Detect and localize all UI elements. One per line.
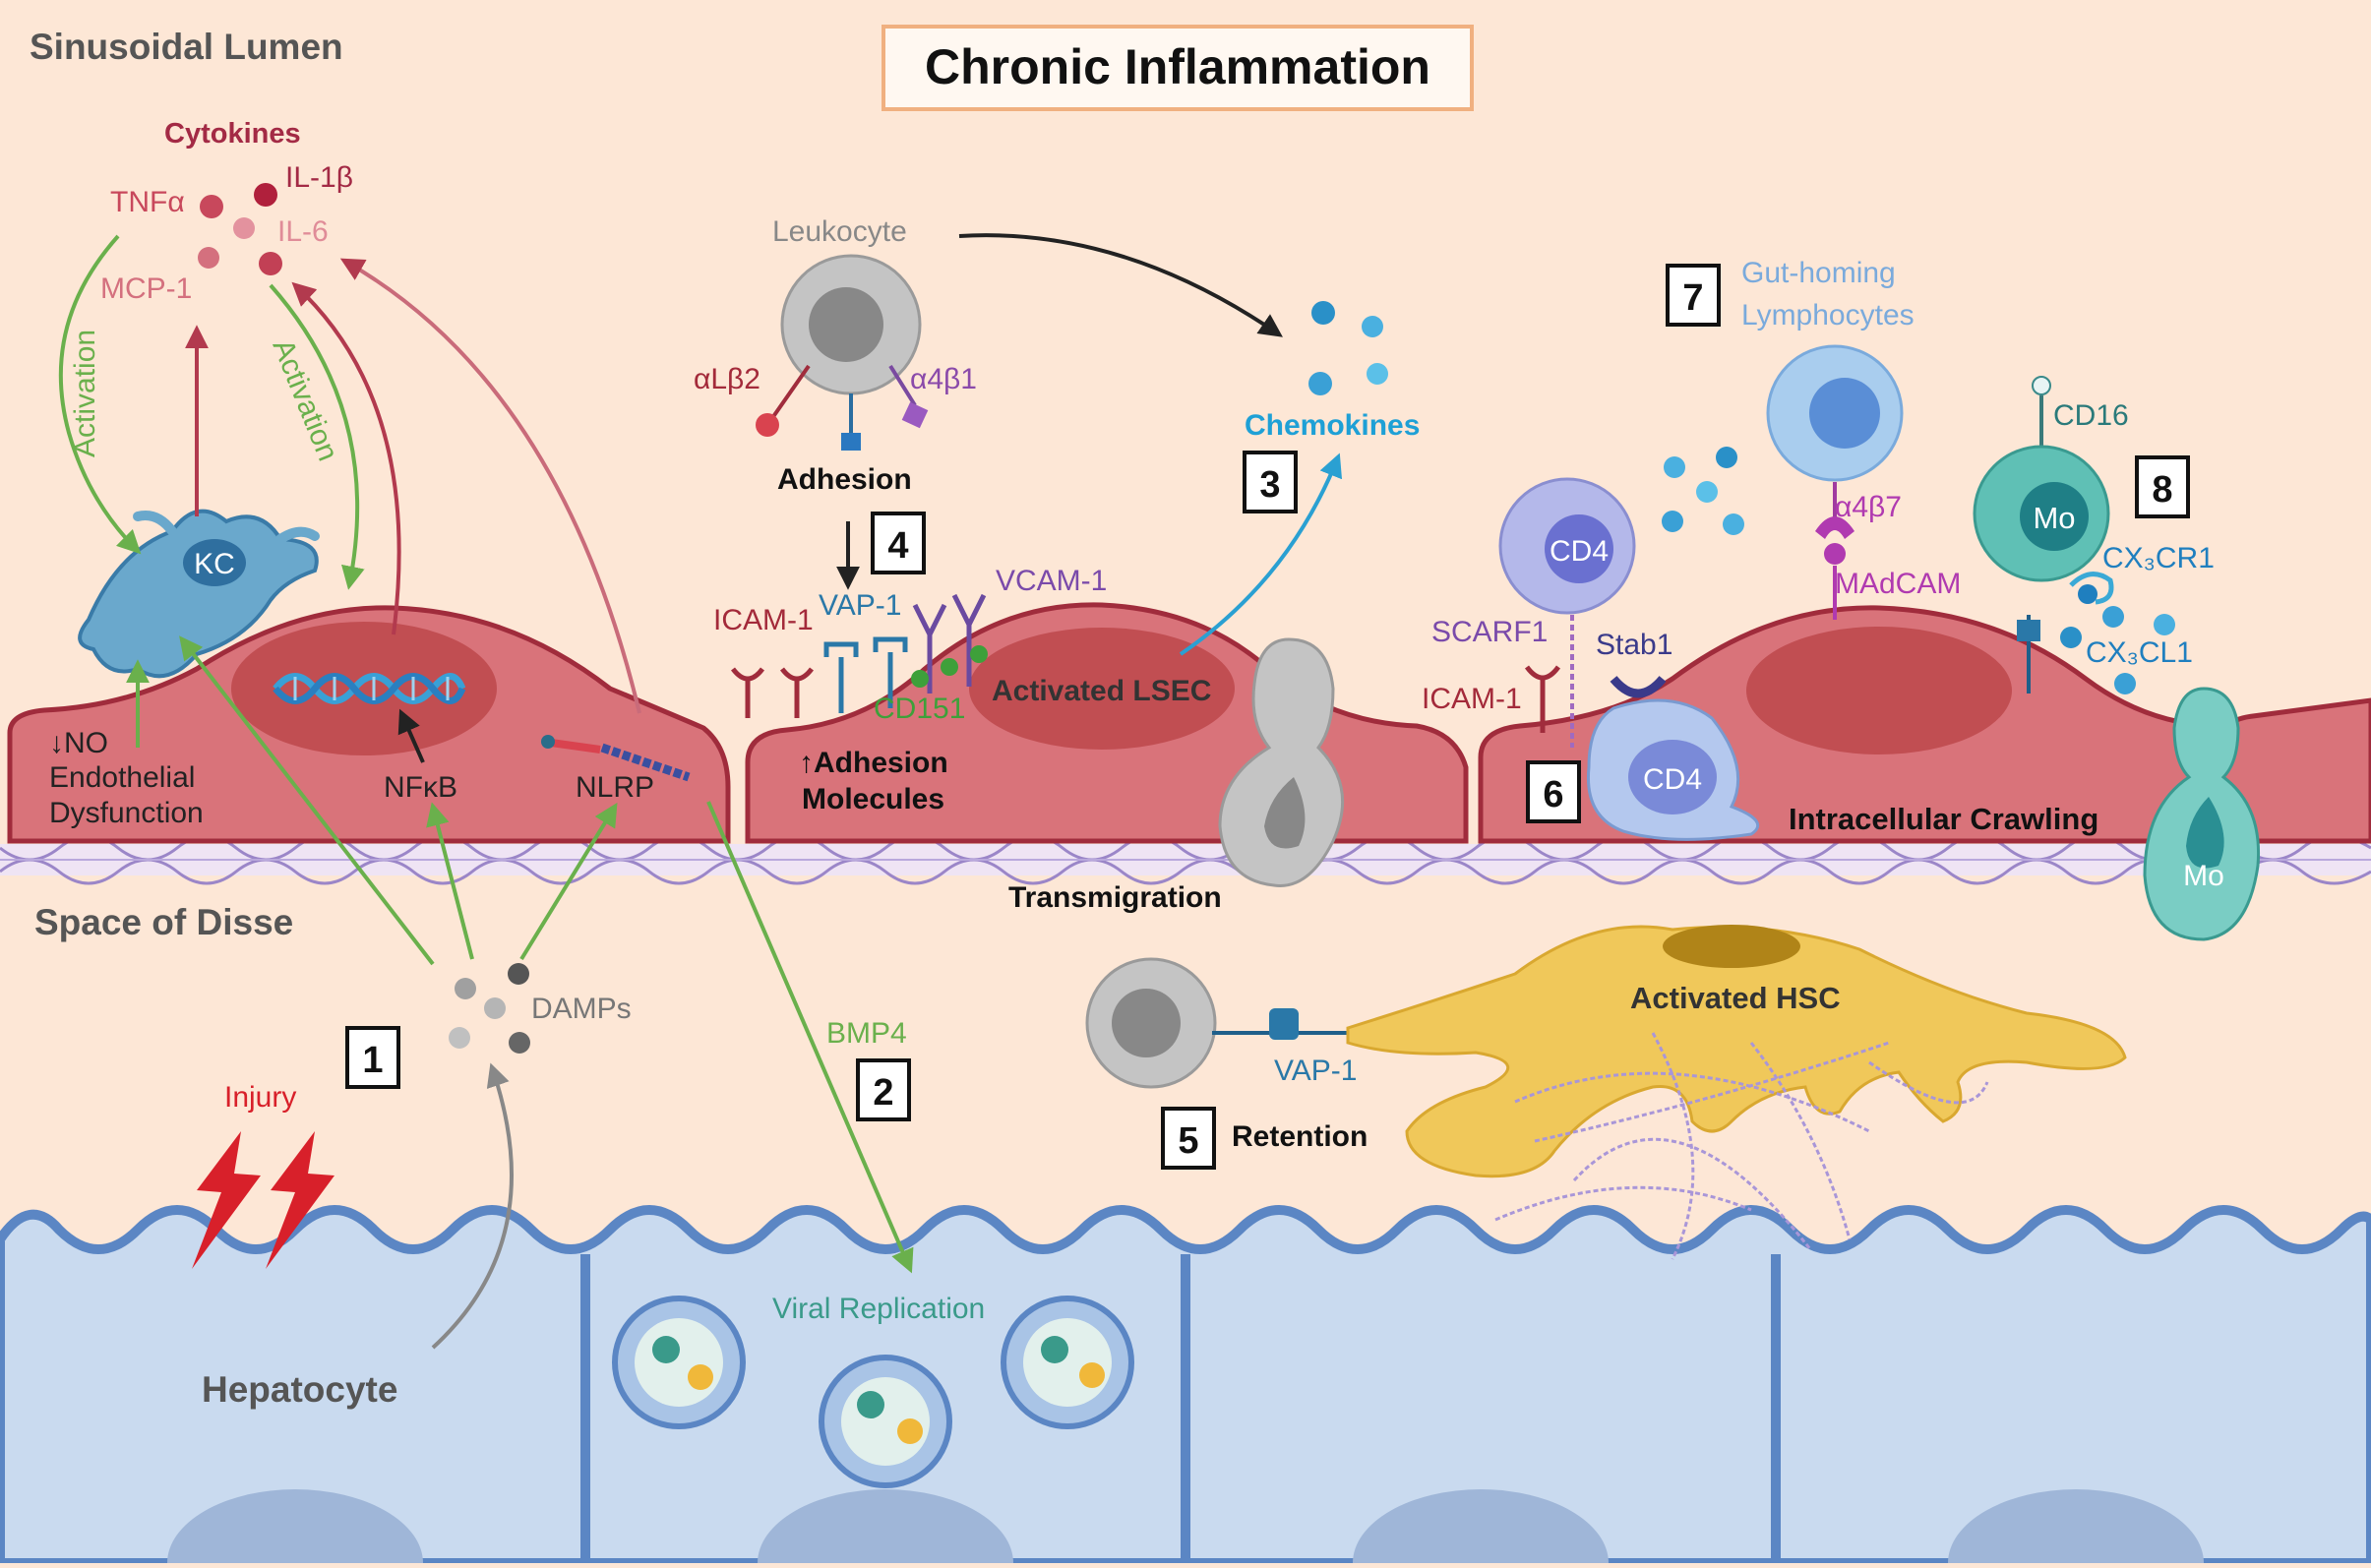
adhesion-molecules-label-2: Molecules [802, 783, 944, 815]
cd16-label: CD16 [2053, 399, 2129, 432]
leukocyte [756, 254, 929, 451]
icam1-cd4-label: ICAM-1 [1422, 683, 1522, 715]
leukocyte-label: Leukocyte [772, 215, 907, 248]
step-number-3: 3 [1259, 464, 1280, 506]
step-box-8: 8 [2135, 455, 2190, 518]
vcam1-label: VCAM-1 [996, 565, 1107, 597]
step-number-2: 2 [873, 1072, 893, 1114]
chemokine-release-arrow [1179, 452, 1343, 656]
damps-particles [449, 963, 530, 1054]
alb2-label: αLβ2 [694, 363, 760, 395]
nlrp-label: NLRP [576, 771, 654, 804]
viral-vesicles [612, 1296, 1134, 1488]
cytokine-arrows [185, 258, 641, 763]
step-box-3: 3 [1243, 451, 1298, 513]
damps-label: DAMPs [531, 993, 632, 1025]
step-number-6: 6 [1543, 774, 1563, 815]
injury-lightning [192, 1131, 334, 1269]
transmigration-label: Transmigration [1008, 881, 1222, 914]
icam1-label: ICAM-1 [713, 604, 814, 636]
gut-homing-lymphocyte [1766, 344, 1904, 620]
madcam-label: MAdCAM [1835, 568, 1961, 600]
bmp4-label: BMP4 [826, 1017, 907, 1050]
title-box [882, 25, 1474, 111]
cx3cr1-label: CX₃CR1 [2102, 542, 2215, 574]
transmigrating-monocyte [2143, 687, 2261, 941]
crawling-cd4-cell [1586, 698, 1760, 841]
cytokine-il6: IL-6 [277, 215, 329, 248]
endothelial-label: Endothelial [49, 761, 195, 794]
basement-membrane [0, 834, 2371, 885]
step-box-4: 4 [871, 512, 926, 574]
activation-arrows [58, 234, 365, 748]
injury-label: Injury [224, 1081, 296, 1114]
chemokines-label: Chemokines [1245, 409, 1420, 442]
activation-label-left: Activation [69, 330, 101, 457]
activated-lsec-label: Activated LSEC [992, 675, 1211, 707]
step-number-7: 7 [1682, 277, 1703, 319]
monocyte-label: Mo [2033, 501, 2075, 535]
region-space-of-disse: Space of Disse [34, 902, 293, 942]
diagram-title: Chronic Inflammation [925, 39, 1430, 94]
cytokine-tnfa: TNFα [110, 186, 185, 218]
no-label: ↓NO [49, 727, 108, 759]
nlrp-molecule [541, 735, 691, 782]
adhesion-receptors [731, 593, 988, 718]
cytokine-particles [198, 183, 282, 275]
step-box-2: 2 [856, 1058, 911, 1121]
step-box-1: 1 [345, 1026, 400, 1089]
a4b7-label: α4β7 [1835, 491, 1902, 523]
step-box-5: 5 [1161, 1107, 1216, 1170]
vap1-hsc-label: VAP-1 [1274, 1055, 1357, 1087]
retained-leukocyte [1085, 957, 1348, 1089]
adhesion-label: Adhesion [777, 463, 912, 496]
step-number-5: 5 [1178, 1120, 1198, 1162]
dna-helix [273, 673, 466, 704]
cytokine-il1b: IL-1β [285, 161, 353, 194]
monocyte [1973, 376, 2114, 694]
damps-arrows [179, 635, 914, 1350]
cytokines-heading: Cytokines [164, 118, 301, 150]
step-box-6: 6 [1526, 760, 1581, 823]
step-box-7: 7 [1666, 264, 1721, 327]
cx3cl1-particles [2060, 606, 2175, 694]
cytokine-mcp1: MCP-1 [100, 272, 192, 305]
intracellular-crawling-label: Intracellular Crawling [1789, 802, 2098, 836]
cd4-label: CD4 [1550, 535, 1609, 568]
region-hepatocyte: Hepatocyte [202, 1369, 397, 1410]
stab1-label: Stab1 [1596, 629, 1672, 661]
nfkb-label: NFκB [384, 771, 457, 804]
gut-homing-label-2: Lymphocytes [1741, 299, 1915, 332]
chemokine-particles [1308, 301, 1388, 395]
leukocyte-chemokine-arrow [958, 233, 1283, 337]
scarf1-label: SCARF1 [1431, 616, 1548, 648]
region-sinusoidal-lumen: Sinusoidal Lumen [30, 27, 343, 67]
a4b1-label: α4β1 [910, 363, 977, 395]
cd151-label: CD151 [874, 693, 965, 725]
step-number-8: 8 [2152, 469, 2172, 511]
kc-label: KC [194, 548, 235, 580]
crawling-cd4-label: CD4 [1643, 763, 1702, 796]
dysfunction-label: Dysfunction [49, 797, 204, 829]
adhesion-molecules-label-1: ↑Adhesion [799, 747, 948, 779]
viral-replication-label: Viral Replication [772, 1293, 985, 1325]
activated-hsc-label: Activated HSC [1630, 981, 1841, 1015]
gut-homing-label-1: Gut-homing [1741, 257, 1896, 289]
step-number-4: 4 [887, 525, 908, 567]
cd4-cell [1498, 477, 1636, 748]
cd4-receptors [1524, 665, 1667, 733]
cx3cl1-label: CX₃CL1 [2086, 636, 2193, 669]
retention-label: Retention [1232, 1120, 1368, 1153]
step-number-1: 1 [362, 1040, 383, 1081]
transmigrating-monocyte-label: Mo [2183, 860, 2224, 892]
hepatocyte-layer [0, 1205, 2371, 1568]
vap1-label: VAP-1 [819, 589, 901, 622]
activated-hsc [1346, 925, 2127, 1260]
lymph-chemokine-particles [1662, 447, 1744, 535]
transmigrating-cell [1218, 637, 1345, 887]
